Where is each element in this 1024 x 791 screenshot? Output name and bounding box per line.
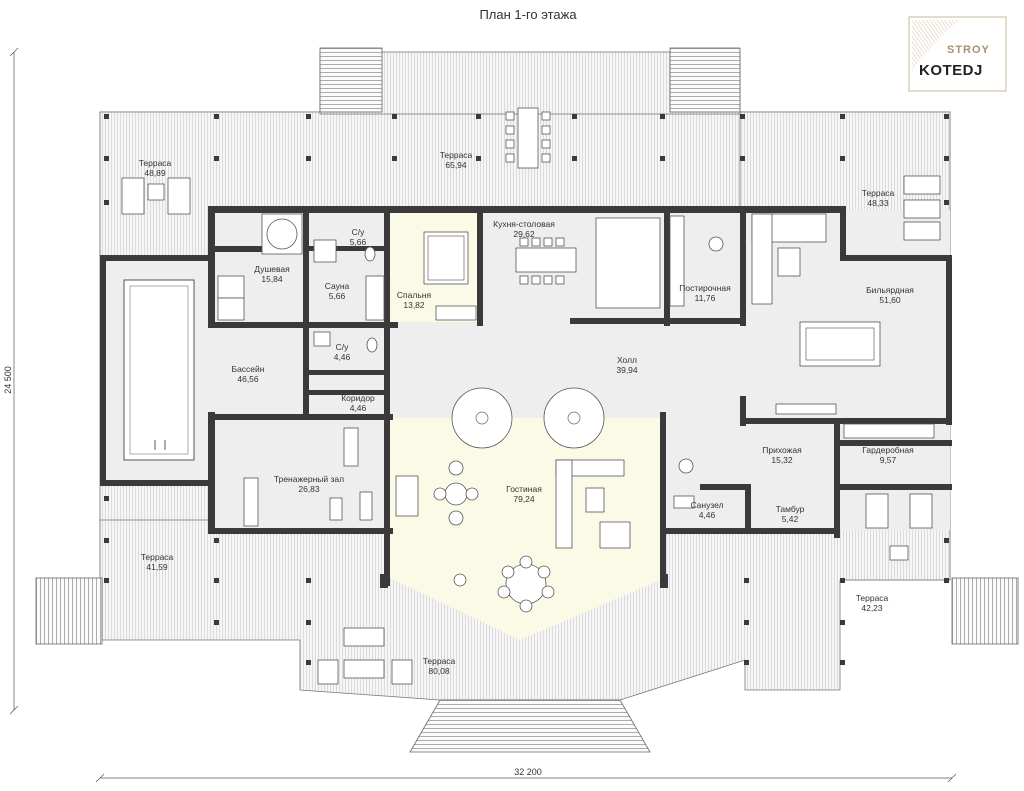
- room-area: 13,82: [403, 300, 425, 310]
- room-name: Терраса: [139, 158, 172, 168]
- room-name: Гостиная: [506, 484, 542, 494]
- room-area: 41,59: [146, 562, 168, 572]
- room-labels: Терраса 48,89 Терраса 65,94 Терраса 48,3…: [139, 150, 915, 676]
- room-corridor: Коридор 4,46: [341, 393, 375, 413]
- room-bathroom: Санузел 4,46: [690, 500, 723, 520]
- room-name: Бассейн: [232, 364, 265, 374]
- room-area: 26,83: [298, 484, 320, 494]
- room-name: Терраса: [423, 656, 456, 666]
- room-name: Санузел: [690, 500, 723, 510]
- room-area: 65,94: [445, 160, 467, 170]
- room-area: 9,57: [880, 455, 897, 465]
- room-name: Терраса: [440, 150, 473, 160]
- room-area: 4,46: [334, 352, 351, 362]
- room-name: Постирочная: [679, 283, 731, 293]
- dimension-height: 24 500: [3, 47, 19, 715]
- room-billiard: Бильярдная 51,60: [866, 285, 914, 305]
- room-name: Сауна: [325, 281, 350, 291]
- room-area: 79,24: [513, 494, 535, 504]
- room-living: Гостиная 79,24: [506, 484, 542, 504]
- logo-text-kotedj: KOTEDJ: [919, 62, 983, 79]
- room-name: Тренажерный зал: [274, 474, 344, 484]
- room-kitchen: Кухня-столовая 29,62: [493, 219, 555, 239]
- room-entry: Прихожая 15,32: [762, 445, 802, 465]
- room-area: 11,76: [695, 293, 716, 303]
- plan-title: План 1-го этажа: [479, 7, 577, 22]
- room-name: Терраса: [141, 552, 174, 562]
- room-area: 15,32: [771, 455, 793, 465]
- room-name: С/у: [336, 342, 350, 352]
- room-sauna: Сауна 5,66: [325, 281, 350, 301]
- room-terrace-w: Терраса 41,59: [141, 552, 174, 572]
- room-terrace-nw: Терраса 48,89: [139, 158, 172, 178]
- logo-text-stroy: STROY: [947, 44, 990, 56]
- room-terrace-s: Терраса 80,08: [423, 656, 456, 676]
- room-area: 46,56: [237, 374, 259, 384]
- room-terrace-se: Терраса 42,23: [856, 593, 889, 613]
- furniture: [121, 107, 941, 685]
- terrace-posts: [104, 114, 949, 665]
- room-name: Терраса: [862, 188, 895, 198]
- room-area: 15,84: [261, 274, 283, 284]
- room-laundry: Постирочная 11,76: [679, 283, 731, 303]
- terrace-stairs: [35, 47, 1019, 753]
- room-name: Прихожая: [762, 445, 802, 455]
- room-area: 4,46: [699, 510, 716, 520]
- room-wc2: С/у 4,46: [334, 342, 351, 362]
- room-area: 29,62: [513, 229, 535, 239]
- room-area: 48,89: [144, 168, 166, 178]
- room-name: С/у: [352, 227, 366, 237]
- room-terrace-n: Терраса 65,94: [440, 150, 473, 170]
- room-area: 48,33: [867, 198, 889, 208]
- room-pool: Бассейн 46,56: [232, 364, 265, 384]
- room-area: 5,66: [329, 291, 346, 301]
- room-name: Коридор: [341, 393, 375, 403]
- room-wardrobe: Гардеробная 9,57: [862, 445, 914, 465]
- room-bedroom: Спальня 13,82: [397, 290, 432, 310]
- room-area: 42,23: [861, 603, 883, 613]
- room-hall: Холл 39,94: [616, 355, 638, 375]
- room-gym: Тренажерный зал 26,83: [274, 474, 344, 494]
- walls: [100, 206, 952, 588]
- room-name: Душевая: [254, 264, 290, 274]
- room-name: Кухня-столовая: [493, 219, 555, 229]
- company-logo: STROY KOTEDJ: [908, 16, 1007, 92]
- room-shower: Душевая 15,84: [254, 264, 290, 284]
- room-area: 39,94: [616, 365, 638, 375]
- dimension-width-label: 32 200: [514, 767, 542, 777]
- room-area: 51,60: [879, 295, 901, 305]
- room-name: Гардеробная: [862, 445, 914, 455]
- pool-basin: [123, 279, 195, 461]
- room-name: Холл: [617, 355, 637, 365]
- room-wc1: С/у 5,66: [350, 227, 367, 247]
- dimension-width: 32 200: [95, 767, 957, 783]
- dimension-height-label: 24 500: [3, 366, 13, 394]
- room-area: 5,42: [782, 514, 799, 524]
- room-area: 4,46: [350, 403, 367, 413]
- room-vestibule: Тамбур 5,42: [776, 504, 805, 524]
- room-name: Спальня: [397, 290, 432, 300]
- room-area: 5,66: [350, 237, 367, 247]
- room-name: Тамбур: [776, 504, 805, 514]
- room-name: Бильярдная: [866, 285, 914, 295]
- room-name: Терраса: [856, 593, 889, 603]
- room-area: 80,08: [428, 666, 450, 676]
- room-terrace-ne: Терраса 48,33: [862, 188, 895, 208]
